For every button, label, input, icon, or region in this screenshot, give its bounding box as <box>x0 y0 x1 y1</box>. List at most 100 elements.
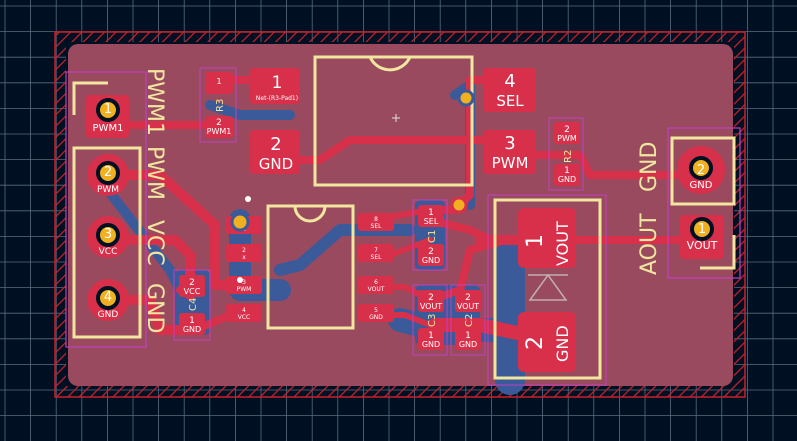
connector-left-silk <box>72 146 142 339</box>
via <box>457 89 475 107</box>
c1-pad2[interactable] <box>418 244 444 266</box>
c2-ref: C2 <box>464 314 475 327</box>
ic-pin-4-num: 4 <box>242 307 246 314</box>
c4-pad1[interactable] <box>179 313 205 335</box>
ic-pin-3-pad[interactable] <box>226 276 262 294</box>
ic-pin-4-pad[interactable] <box>226 304 262 322</box>
silk-label-pwm1: PWM1 <box>142 68 167 136</box>
ic-pin-2-num: 2 <box>242 247 246 254</box>
big-pad-4[interactable] <box>483 68 536 112</box>
connector-right-pin2-num: 2 <box>697 163 705 178</box>
connector-left-pin4-net: GND <box>98 310 119 320</box>
c3-pad1[interactable] <box>418 328 444 350</box>
c1-pad2-num: 2 <box>428 247 434 257</box>
c2-pad2[interactable] <box>455 290 481 312</box>
c1-pad1[interactable] <box>418 205 444 227</box>
c4-pad2[interactable] <box>179 275 205 297</box>
connector-left-pin2-num: 2 <box>104 165 112 180</box>
big-pad-1-net: Net-(R3-Pad1) <box>256 95 298 102</box>
c1-pad1-num: 1 <box>428 208 434 218</box>
big-pad-3[interactable] <box>483 130 536 174</box>
c3-pad2[interactable] <box>418 290 444 312</box>
big-pad-1[interactable] <box>250 68 300 104</box>
r3-pad2[interactable] <box>205 116 233 138</box>
big-pad-2-num: 2 <box>270 134 281 155</box>
big-ic-silk <box>313 55 474 187</box>
c3-pad2-num: 2 <box>428 293 434 303</box>
ic-pin-2-net: x <box>242 254 246 261</box>
connector-left-pin1-num: 1 <box>104 102 112 117</box>
connector-right-pin2-net: GND <box>690 180 713 191</box>
silk-label-right-gnd: GND <box>637 142 662 192</box>
c4-courtyard <box>173 269 211 341</box>
resistor-r3: 1 2 PWM1 R3 <box>199 67 237 143</box>
connector-right-pin1-num: 1 <box>698 222 706 237</box>
c2-pad2-net: VOUT <box>457 302 479 311</box>
regulator-pad1[interactable] <box>518 208 576 268</box>
r2-ref: R2 <box>563 150 574 163</box>
ic-body-silk <box>266 204 355 330</box>
soic-large-pads: 1 Net-(R3-Pad1) 2 GND 4 SEL 3 PWM <box>250 55 536 187</box>
connector-left-pin1-marker <box>72 81 108 115</box>
ic-pin-8-pad[interactable] <box>358 213 394 231</box>
ic-pin-2-pad[interactable] <box>226 244 262 262</box>
c2-pad1[interactable] <box>455 328 481 350</box>
r3-pad1-num: 1 <box>216 77 221 86</box>
silk-label-aout: AOUT <box>637 213 662 275</box>
c2-pad2-num: 2 <box>465 293 471 303</box>
ic-pins: 1x2x3PWM4VCC5GND6VOUT7SEL8SEL <box>226 213 394 322</box>
ic-soic8: 1x2x3PWM4VCC5GND6VOUT7SEL8SEL <box>226 204 394 330</box>
connector-left-pin1-net: PWM1 <box>93 123 124 134</box>
c4-ref: C4 <box>188 298 199 311</box>
via <box>245 196 251 202</box>
big-pad-3-num: 3 <box>504 133 515 154</box>
big-pad-2-net: GND <box>259 155 293 173</box>
big-pad-2[interactable] <box>250 130 300 174</box>
connector-right-silk <box>670 136 736 206</box>
ic-pin-5-pad[interactable] <box>358 304 394 322</box>
big-pad-3-net: PWM <box>492 154 529 172</box>
connector-left-courtyard <box>65 71 147 348</box>
r2-courtyard <box>548 117 584 191</box>
connector-right-silk-labels: AOUT GND <box>637 142 662 275</box>
r2-pad1[interactable] <box>554 164 580 186</box>
r3-courtyard <box>199 67 237 143</box>
ic-pin-5-num: 5 <box>374 307 378 314</box>
silk-label-vcc: VCC <box>142 220 167 266</box>
r2-pad1-net: GND <box>558 175 576 184</box>
c4-pad2-num: 2 <box>189 278 195 288</box>
c2-pad1-net: GND <box>459 340 477 349</box>
c4-pad1-net: GND <box>183 325 201 334</box>
c1-ref: C1 <box>427 230 438 243</box>
connector-left-pin3-num: 3 <box>104 227 112 242</box>
regulator-courtyard <box>487 194 607 386</box>
connector-left-pin2-net: PWM <box>97 185 119 195</box>
r3-pad2-num: 2 <box>216 118 222 128</box>
c1-pad2-net: GND <box>422 256 440 265</box>
c1-courtyard <box>412 199 448 271</box>
r2-pad1-num: 1 <box>564 166 570 176</box>
connector-right-courtyard <box>667 127 741 279</box>
regulator-pad2-num: 2 <box>523 336 548 350</box>
regulator-silk <box>493 198 602 380</box>
silk-label-pwm: PWM <box>142 146 167 200</box>
ic-pin-6-net: VOUT <box>368 286 385 293</box>
c1-pad1-net: SEL <box>424 217 439 226</box>
regulator-pad2[interactable] <box>518 312 576 372</box>
ic-pin-7-net: SEL <box>371 254 383 261</box>
ic-pin-7-pad[interactable] <box>358 244 394 262</box>
ic-pin-6-pad[interactable] <box>358 276 394 294</box>
capacitor-c4: 2 VCC 1 GND C4 <box>173 269 211 341</box>
ic-pin-3-num: 3 <box>242 279 246 286</box>
connector-left-pin3-net: VCC <box>99 247 118 257</box>
vias <box>230 89 475 283</box>
r2-pad2[interactable] <box>554 122 580 144</box>
c3-pad2-net: VOUT <box>420 302 442 311</box>
capacitor-c1: 1 SEL 2 GND C1 <box>412 199 448 271</box>
connector-right-pin1-net: VOUT <box>687 239 718 252</box>
c2-pad1-num: 1 <box>465 331 471 341</box>
r3-pad1[interactable] <box>205 72 233 94</box>
ic-pin-8-net: SEL <box>371 223 383 230</box>
big-ic-notch <box>368 56 412 72</box>
